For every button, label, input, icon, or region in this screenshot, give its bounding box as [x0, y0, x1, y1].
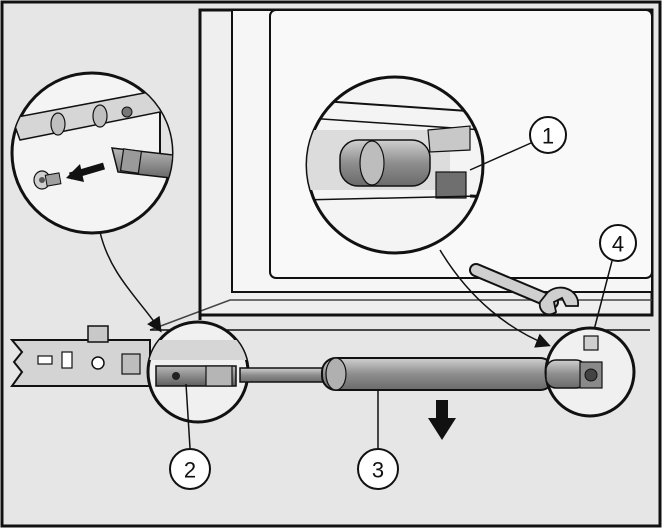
callout-1: 1	[469, 116, 567, 171]
gas-strut	[239, 357, 555, 391]
detail-circle-strut-end	[544, 326, 636, 418]
arrow-down-icon	[428, 400, 456, 440]
callout-4: 4	[593, 224, 637, 331]
callout-3: 3	[357, 390, 399, 490]
callout-2-label: 2	[184, 458, 196, 483]
callout-3-label: 3	[372, 458, 384, 483]
callout-4-label: 4	[612, 232, 624, 257]
pointer-line-right	[439, 249, 551, 348]
pointer-line-left	[99, 231, 162, 333]
callout-2: 2	[169, 383, 211, 490]
bracket-part	[111, 147, 172, 183]
arrow-left-icon	[66, 162, 105, 182]
detail-circle-bracket-removal	[10, 71, 174, 235]
screw-icon	[33, 170, 62, 190]
detail-circle-hinge-pin	[146, 320, 250, 424]
arrow-right-icon	[469, 194, 483, 200]
callout-1-label: 1	[542, 124, 554, 149]
wrench-icon	[469, 263, 579, 316]
detail-circle-strut-release	[305, 75, 485, 255]
strut-cylinder	[339, 139, 431, 187]
hinge-plate	[9, 325, 151, 387]
